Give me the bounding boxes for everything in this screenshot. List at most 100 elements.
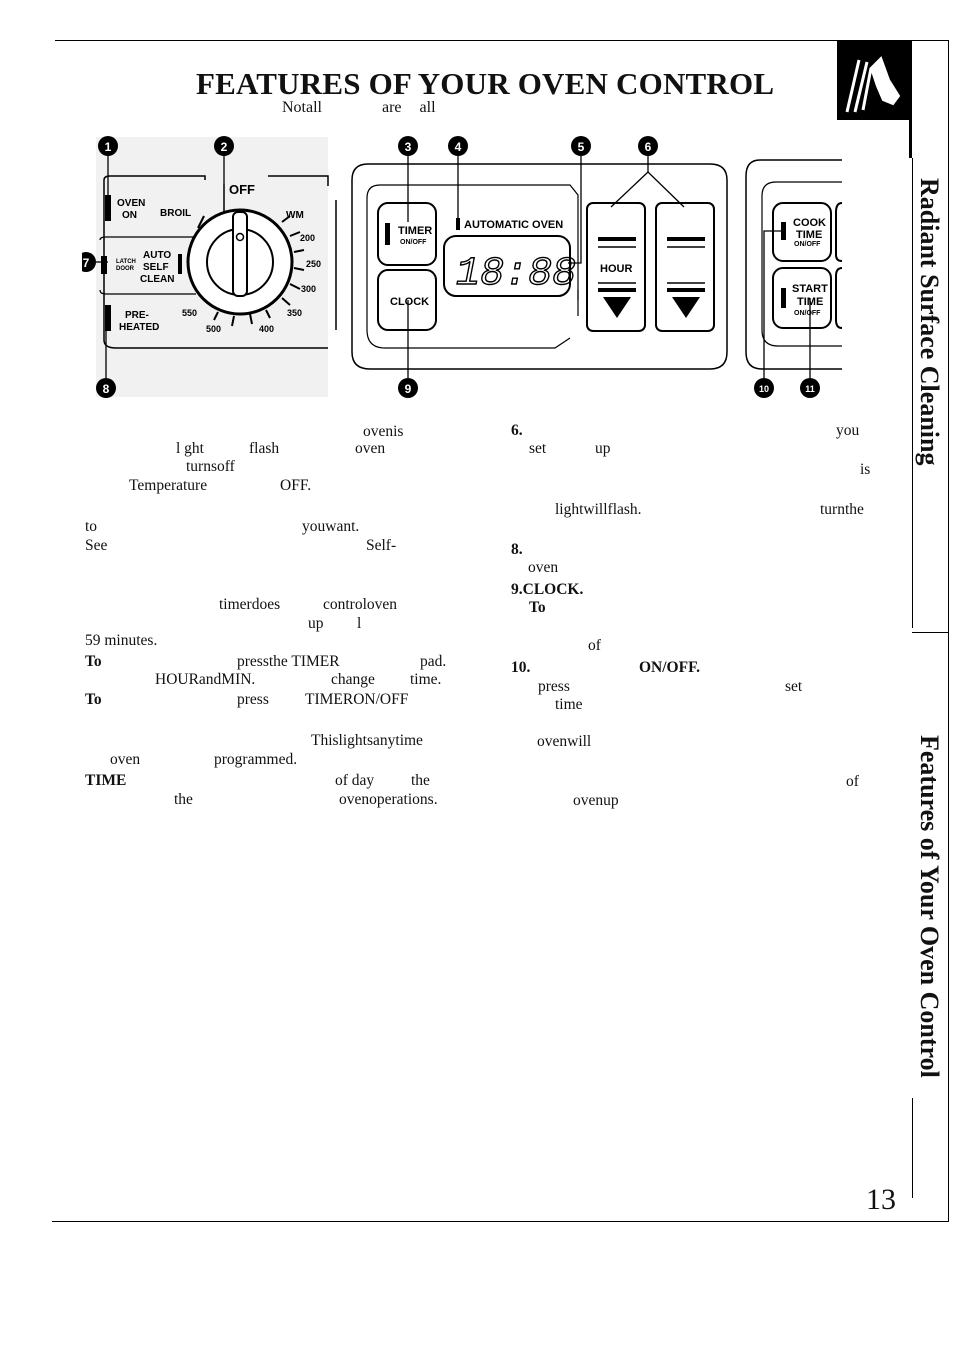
- label-self: SELF: [143, 262, 169, 273]
- subtitle-fragment: all: [419, 99, 436, 116]
- label-400: 400: [259, 324, 274, 334]
- text-fragment: 9.CLOCK.: [511, 581, 584, 598]
- text-fragment: set: [785, 678, 803, 695]
- text-fragment: HOURandMIN.: [155, 671, 256, 688]
- text-fragment: 10.: [511, 659, 531, 676]
- tab-divider: [912, 632, 949, 633]
- callout-6: 6: [645, 140, 652, 154]
- text-fragment: l ght: [176, 440, 204, 457]
- tab-frame-right: [948, 40, 949, 1222]
- text-fragment: of: [588, 637, 601, 654]
- label-on: ON: [122, 210, 137, 221]
- text-fragment: to: [85, 518, 98, 535]
- text-fragment: To: [529, 599, 546, 616]
- text-fragment: Thislightsanytime: [311, 732, 423, 749]
- oven-on-light: [105, 195, 111, 221]
- text-fragment: timerdoes: [219, 596, 281, 613]
- text-fragment: To: [85, 691, 102, 708]
- oven-control-diagram: OVEN ON BROIL OFF WM 200 250 300 350 400…: [82, 136, 843, 398]
- text-fragment: oven: [110, 751, 141, 768]
- tab-frame-left-mid: [912, 158, 913, 628]
- label-350: 350: [287, 308, 302, 318]
- text-fragment: time.: [410, 671, 442, 688]
- label-timer: TIMER: [398, 225, 432, 237]
- text-fragment: turnthe: [820, 501, 864, 518]
- label-wm: WM: [286, 210, 304, 221]
- label-cook-onoff: ON/OFF: [794, 241, 821, 248]
- preheated-light: [105, 305, 111, 331]
- text-fragment: change: [331, 671, 375, 688]
- text-fragment: up: [308, 615, 324, 632]
- label-start-onoff: ON/OFF: [794, 310, 821, 317]
- text-fragment: 8.: [511, 541, 523, 558]
- label-latch: LATCH: [116, 259, 136, 265]
- text-fragment: ovenwill: [537, 733, 592, 750]
- text-fragment: press: [237, 691, 269, 708]
- label-250: 250: [306, 259, 321, 269]
- callout-2: 2: [221, 140, 228, 154]
- label-off: OFF: [229, 182, 255, 197]
- text-fragment: you: [836, 422, 860, 439]
- text-fragment: the: [174, 791, 193, 808]
- label-start: START: [792, 283, 828, 295]
- label-pre: PRE-: [125, 310, 149, 321]
- start-time-button: [772, 267, 832, 329]
- text-fragment: TIMERON/OFF: [305, 691, 409, 708]
- callout-7: 7: [83, 256, 90, 270]
- label-500: 500: [206, 324, 221, 334]
- callout-8: 8: [103, 382, 110, 396]
- page-title: FEATURES OF YOUR OVEN CONTROL: [196, 66, 775, 101]
- tab-features-of-oven-control[interactable]: Features of Your Oven Control: [915, 735, 944, 1078]
- text-fragment: programmed.: [214, 751, 298, 768]
- text-fragment: ovenoperations.: [339, 791, 438, 808]
- callout-10: 10: [759, 384, 769, 394]
- label-oven: OVEN: [117, 198, 145, 209]
- label-hour: HOUR: [600, 263, 632, 275]
- callout-1: 1: [105, 140, 112, 154]
- text-fragment: 6.: [511, 422, 523, 439]
- callout-11: 11: [805, 384, 815, 394]
- text-fragment: To: [85, 653, 102, 670]
- text-fragment: Temperature: [129, 477, 208, 494]
- tab-radiant-surface-cleaning[interactable]: Radiant Surface Cleaning: [915, 178, 944, 466]
- text-fragment: See: [85, 537, 108, 554]
- text-fragment: ovenup: [573, 792, 619, 809]
- label-550: 550: [182, 308, 197, 318]
- text-fragment: set: [529, 440, 547, 457]
- label-door: DOOR: [116, 266, 135, 272]
- bottom-rule: [52, 1221, 949, 1222]
- text-fragment: pressthe TIMER: [237, 653, 340, 670]
- cook-time-button: [772, 202, 832, 262]
- label-heated: HEATED: [119, 322, 159, 333]
- self-clean-light: [178, 254, 182, 274]
- text-fragment: l: [357, 615, 362, 632]
- text-fragment: turnsoff: [186, 458, 235, 475]
- text-fragment: is: [860, 461, 871, 478]
- text-fragment: press: [538, 678, 570, 695]
- text-fragment: OFF.: [280, 477, 312, 494]
- text-fragment: of: [846, 773, 859, 790]
- latch-door-light: [101, 256, 107, 274]
- clock-display-digits: 18:88: [456, 252, 576, 297]
- top-rule: [55, 40, 910, 41]
- label-broil: BROIL: [160, 208, 191, 219]
- callout-markers: 1 2 3 4 5 6 7 8 9 10 11: [82, 136, 820, 398]
- text-fragment: the: [411, 772, 430, 789]
- label-cook: COOK: [793, 217, 826, 229]
- page-number: 13: [866, 1183, 896, 1216]
- label-auto: AUTO: [143, 250, 171, 261]
- timer-button: [377, 202, 437, 266]
- text-fragment: Self-: [366, 537, 397, 554]
- label-automatic-oven: AUTOMATIC OVEN: [464, 219, 563, 231]
- callout-9: 9: [405, 382, 412, 396]
- text-fragment: flash: [249, 440, 280, 457]
- text-fragment: TIME: [85, 772, 127, 789]
- text-fragment: youwant.: [302, 518, 360, 535]
- label-clean: CLEAN: [140, 274, 174, 285]
- text-fragment: controloven: [323, 596, 398, 613]
- clock-display: [443, 235, 571, 297]
- text-fragment: oven: [528, 559, 559, 576]
- callout-5: 5: [578, 140, 585, 154]
- text-fragment: pad.: [420, 653, 447, 670]
